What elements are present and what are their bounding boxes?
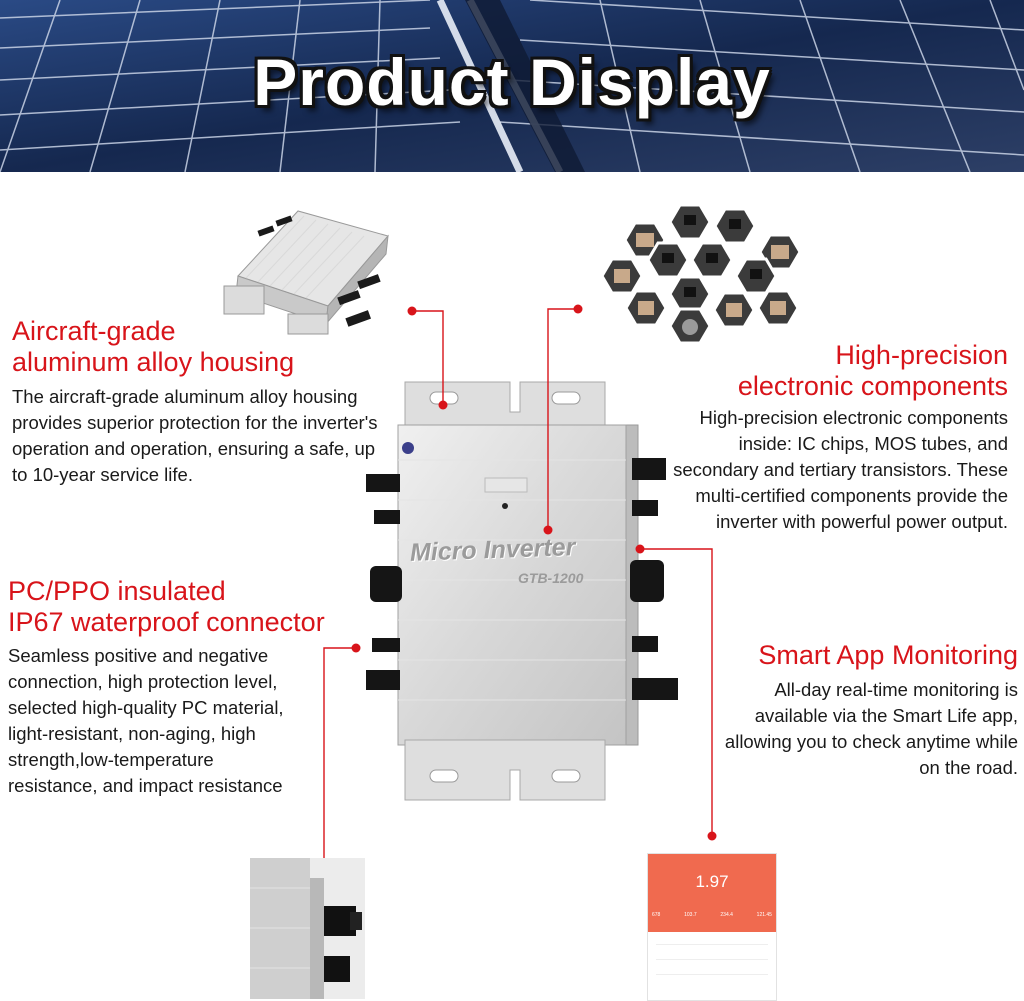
app-stat-4: 121.45 bbox=[756, 912, 772, 918]
housing-description: The aircraft-grade aluminum alloy housin… bbox=[12, 386, 378, 485]
app-stat-2: 103.7 bbox=[684, 912, 697, 918]
app-description: All-day real-time monitoring is availabl… bbox=[724, 679, 1018, 778]
micro-inverter-image bbox=[366, 381, 678, 801]
electronic-components-image bbox=[600, 205, 802, 343]
components-description: High-precision electronic components ins… bbox=[673, 407, 1008, 532]
app-big-value: 1.97 bbox=[695, 872, 729, 891]
product-name: Micro Inverter bbox=[409, 533, 576, 567]
components-title: High-precision electronic components bbox=[738, 340, 1008, 402]
app-stat-1: 678 bbox=[652, 912, 661, 918]
housing-title-line1: Aircraft-grade bbox=[12, 316, 176, 346]
app-screenshot: 1.97 678 103.7 234.4 121.45 bbox=[647, 853, 777, 1001]
connector-title-line2: IP67 waterproof connector bbox=[8, 607, 325, 637]
banner-title: Product Display bbox=[253, 45, 771, 119]
connector-title-line1: PC/PPO insulated bbox=[8, 576, 226, 606]
app-list bbox=[648, 932, 776, 995]
components-title-line2: electronic components bbox=[737, 371, 1008, 401]
connector-title: PC/PPO insulated IP67 waterproof connect… bbox=[8, 576, 325, 638]
app-title: Smart App Monitoring bbox=[758, 640, 1018, 670]
connector-description: Seamless positive and negative connectio… bbox=[8, 645, 284, 796]
connector-closeup-image bbox=[250, 858, 365, 999]
housing-title-line2: aluminum alloy housing bbox=[12, 347, 295, 377]
app-stats: 678 103.7 234.4 121.45 bbox=[652, 912, 772, 918]
components-title-line1: High-precision bbox=[835, 340, 1008, 370]
housing-title: Aircraft-grade aluminum alloy housing bbox=[12, 316, 294, 378]
solar-panel-background bbox=[0, 0, 1024, 172]
app-header: 1.97 678 103.7 234.4 121.45 bbox=[648, 854, 776, 932]
app-stat-3: 234.4 bbox=[720, 912, 733, 918]
inverter-thumbnail-image bbox=[223, 210, 389, 335]
banner: Product Display bbox=[0, 0, 1024, 172]
product-model: GTB-1200 bbox=[518, 570, 584, 586]
